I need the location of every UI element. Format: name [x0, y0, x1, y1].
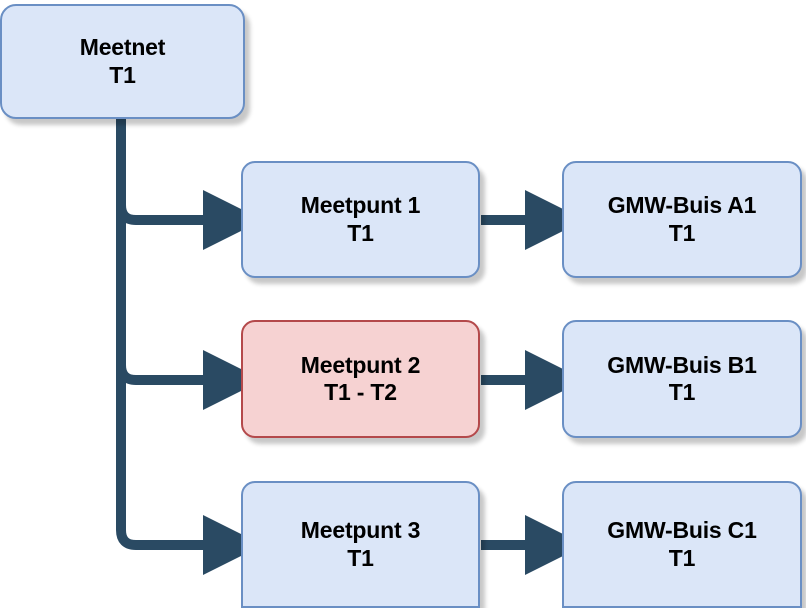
- node-gmw-buis-c1-title: GMW-Buis C1: [607, 517, 757, 544]
- edge-trunk: [116, 112, 263, 575]
- edge-meetnet-to-meetpunt-2: [116, 350, 263, 410]
- node-gmw-buis-a1[interactable]: GMW-Buis A1 T1: [562, 161, 802, 278]
- node-meetnet[interactable]: Meetnet T1: [0, 4, 245, 119]
- node-gmw-buis-b1[interactable]: GMW-Buis B1 T1: [562, 320, 802, 438]
- node-gmw-buis-c1[interactable]: GMW-Buis C1 T1: [562, 481, 802, 608]
- node-gmw-buis-c1-subtitle: T1: [668, 544, 696, 571]
- node-meetpunt-2-title: Meetpunt 2: [300, 351, 421, 378]
- node-meetpunt-2-subtitle: T1 - T2: [324, 379, 397, 405]
- node-meetpunt-2[interactable]: Meetpunt 2 T1 - T2: [241, 320, 480, 438]
- node-meetpunt-1[interactable]: Meetpunt 1 T1: [241, 161, 480, 278]
- node-gmw-buis-a1-title: GMW-Buis A1: [607, 192, 757, 219]
- node-gmw-buis-b1-subtitle: T1: [668, 379, 696, 405]
- node-meetpunt-3[interactable]: Meetpunt 3 T1: [241, 481, 480, 608]
- node-meetpunt-1-title: Meetpunt 1: [300, 192, 421, 219]
- node-meetnet-subtitle: T1: [109, 61, 136, 88]
- node-meetpunt-3-title: Meetpunt 3: [300, 517, 421, 544]
- edge-meetnet-to-meetpunt-1: [116, 190, 263, 250]
- node-meetpunt-3-subtitle: T1: [347, 544, 374, 571]
- node-gmw-buis-b1-title: GMW-Buis B1: [607, 351, 757, 378]
- node-meetnet-title: Meetnet: [79, 34, 166, 61]
- node-meetpunt-1-subtitle: T1: [347, 219, 374, 246]
- node-gmw-buis-a1-subtitle: T1: [668, 219, 696, 246]
